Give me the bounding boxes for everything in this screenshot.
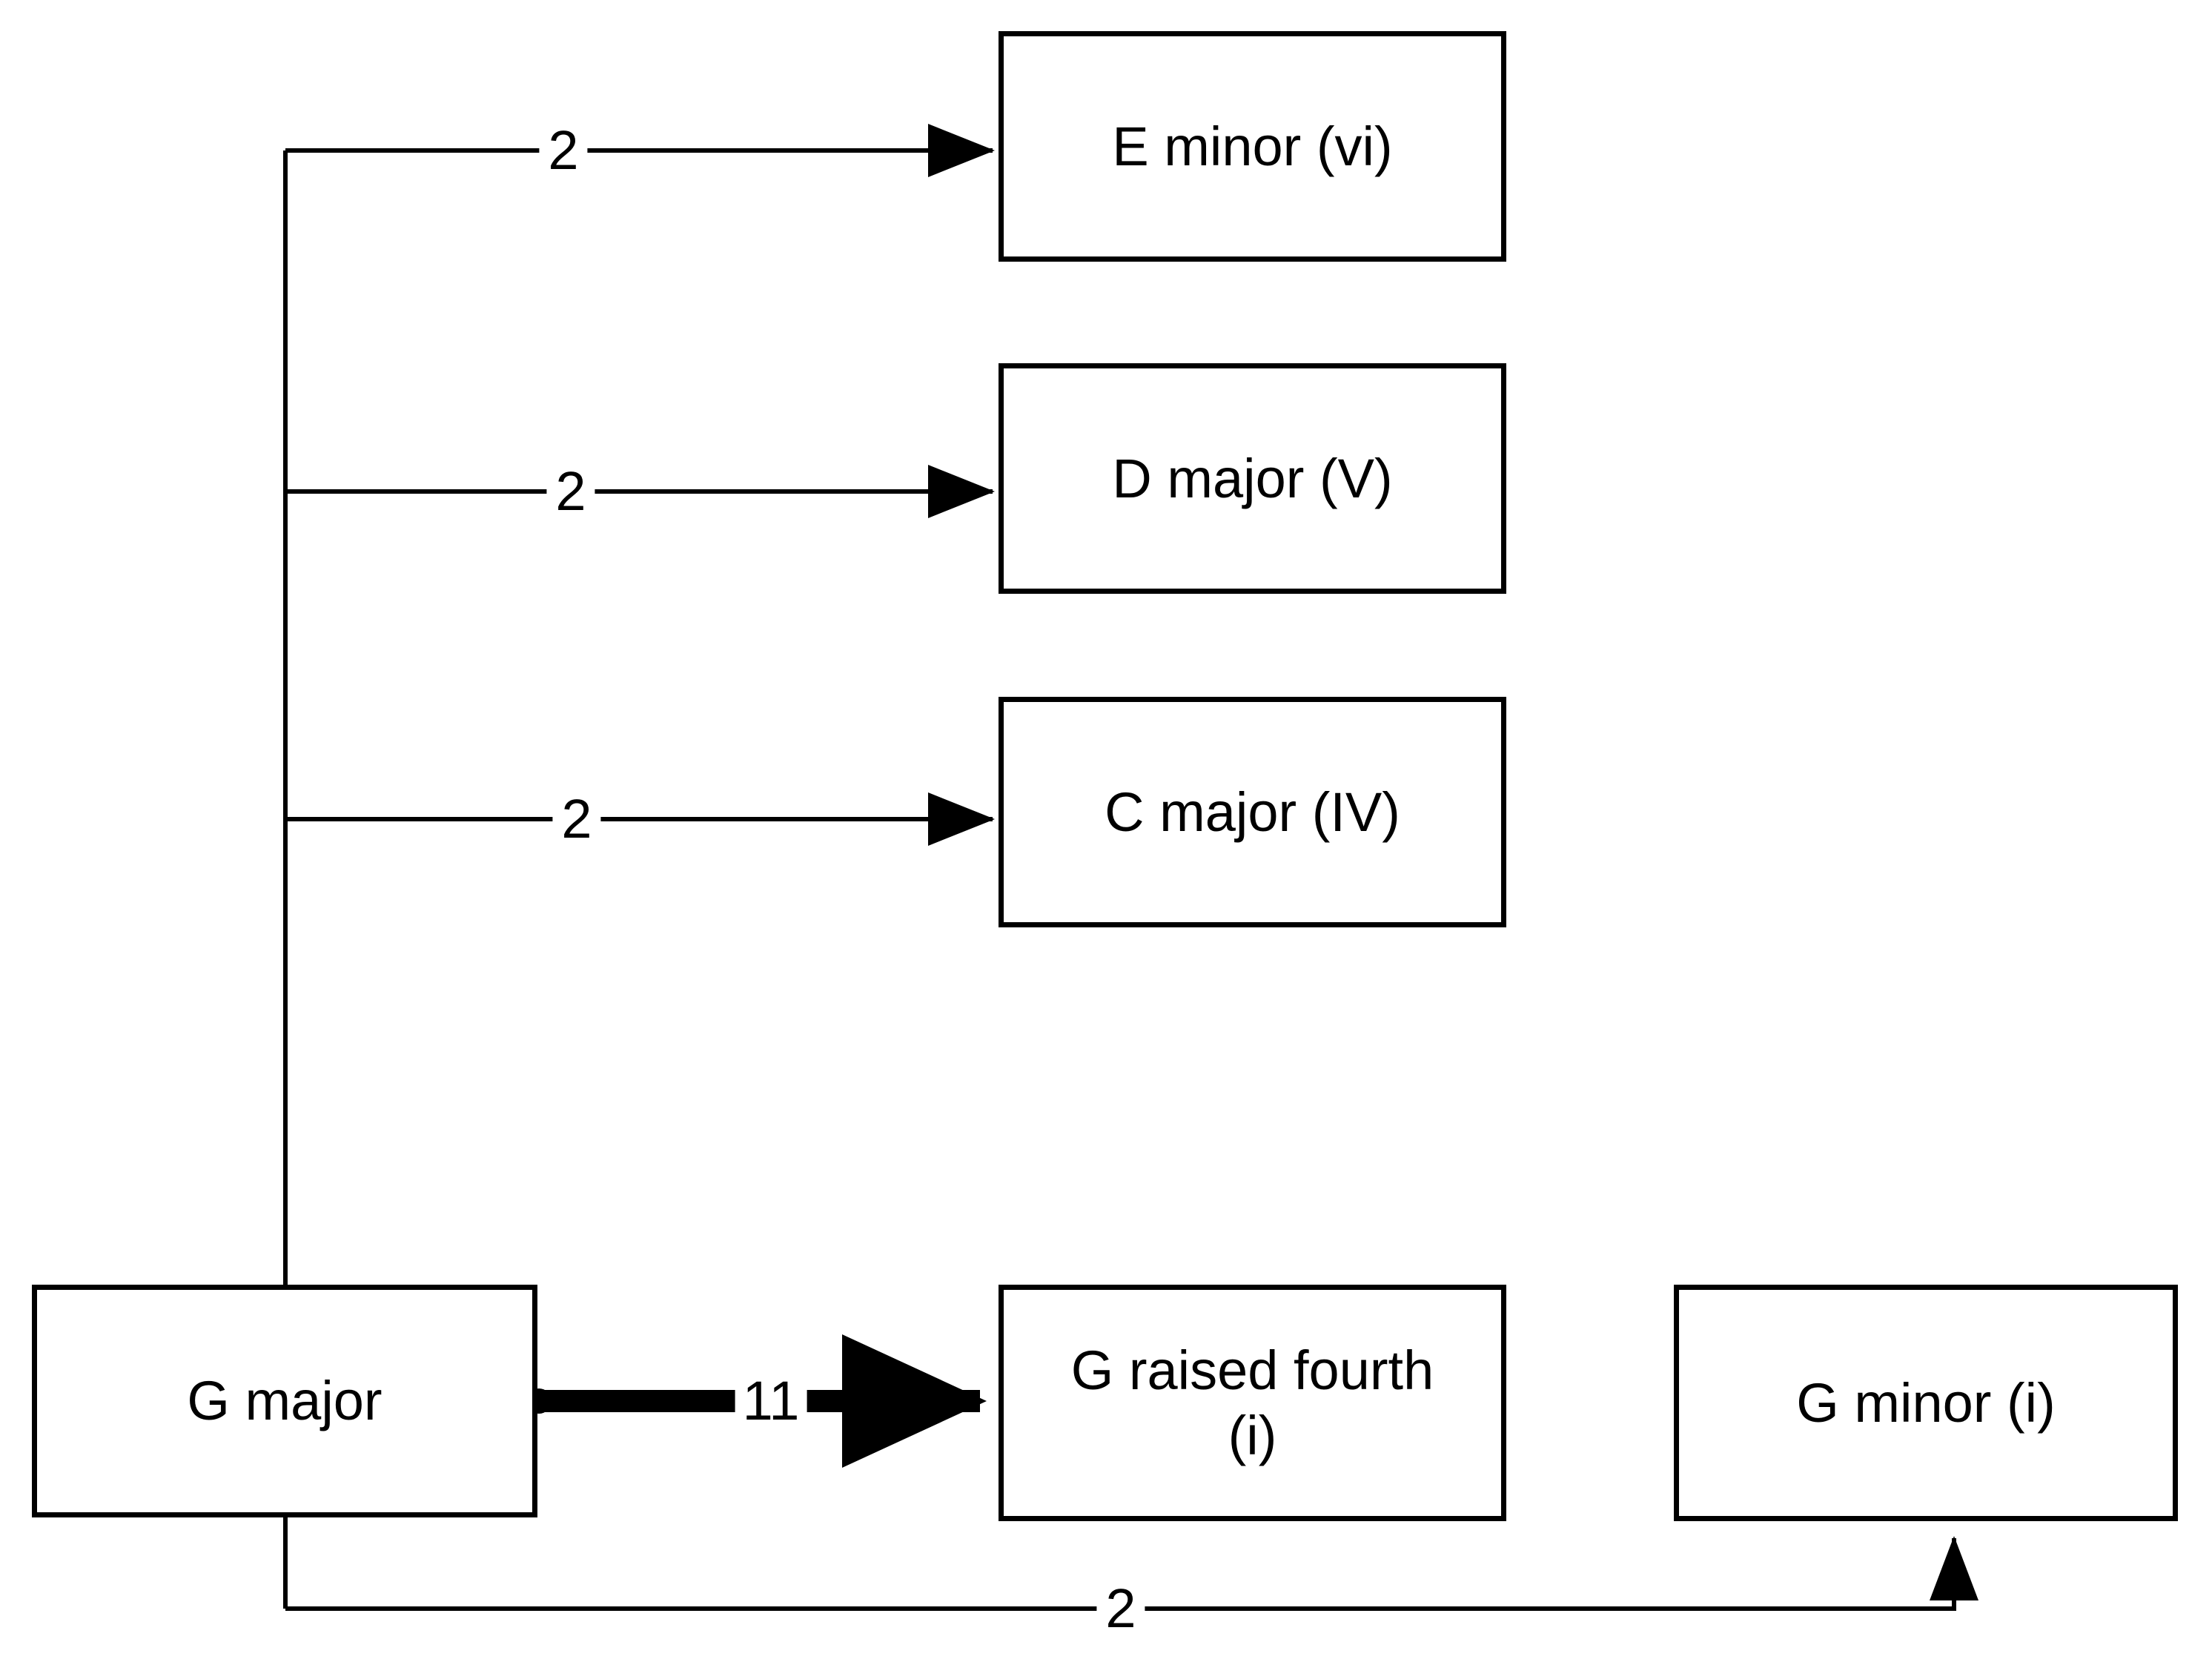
edge-label-g-major-to-g-minor: 2 (1096, 1580, 1145, 1638)
edge-label-g-major-to-g-raised-fourth: 11 (735, 1372, 807, 1430)
node-d-major[interactable]: D major (V) (999, 363, 1506, 594)
node-label: C major (IV) (1105, 781, 1400, 843)
node-e-minor[interactable]: E minor (vi) (999, 31, 1506, 262)
node-label: G raised fourth (i) (1070, 1340, 1434, 1466)
node-g-raised-fourth[interactable]: G raised fourth (i) (999, 1285, 1506, 1521)
node-g-minor[interactable]: G minor (i) (1674, 1285, 2178, 1521)
edge-label-g-major-to-d-major: 2 (546, 463, 595, 520)
edge-label-g-major-to-e-minor: 2 (539, 122, 588, 179)
node-label: D major (V) (1112, 447, 1393, 509)
node-label: E minor (vi) (1112, 115, 1393, 177)
edge-label-g-major-to-c-major: 2 (552, 790, 601, 848)
node-g-major[interactable]: G major (32, 1285, 537, 1517)
node-label: G major (187, 1370, 383, 1432)
node-label: G minor (i) (1796, 1371, 2056, 1434)
node-c-major[interactable]: C major (IV) (999, 697, 1506, 927)
connector-g-major-to-g-minor (285, 1536, 1978, 1611)
